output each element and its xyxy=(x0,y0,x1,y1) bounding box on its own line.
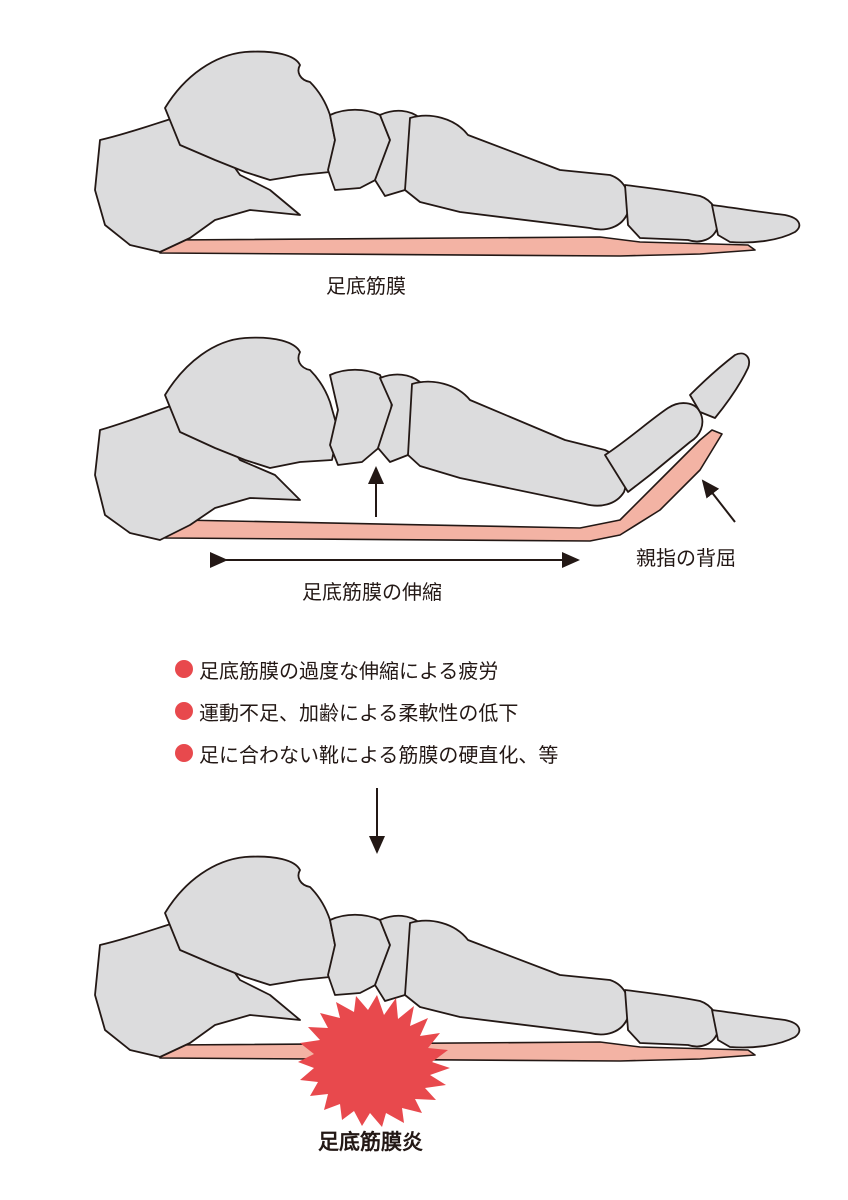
foot-fasciitis xyxy=(94,855,801,1127)
red-bullet-icon xyxy=(175,660,193,678)
plantar-fascia-label: 足底筋膜 xyxy=(326,274,406,298)
navicular-bone xyxy=(327,108,391,191)
red-bullet-icon xyxy=(175,744,193,762)
cause-item: 足底筋膜の過度な伸縮による疲労 xyxy=(175,648,558,690)
cause-text: 足に合わない靴による筋膜の硬直化、等 xyxy=(199,742,559,767)
plantar-fascia-stretched xyxy=(164,429,723,542)
metatarsal-bone xyxy=(404,114,630,231)
navicular-bone-2 xyxy=(329,368,393,466)
distal-phalanx-bone-2 xyxy=(689,352,750,419)
foot-dorsiflexion xyxy=(94,336,750,568)
plantar-fascia-stretch-label: 足底筋膜の伸縮 xyxy=(302,580,442,604)
toe-dorsiflexion-label: 親指の背屈 xyxy=(636,546,736,570)
plantar-fascia-normal xyxy=(159,236,756,257)
causes-list: 足底筋膜の過度な伸縮による疲労 運動不足、加齢による柔軟性の低下 足に合わない靴… xyxy=(175,648,558,774)
proximal-phalanx-bone-3 xyxy=(624,989,720,1048)
metatarsal-bone-2 xyxy=(407,380,627,507)
proximal-phalanx-bone-2 xyxy=(604,402,704,493)
metatarsal-bone-3 xyxy=(404,919,630,1036)
foot-normal xyxy=(94,50,801,257)
navicular-bone-3 xyxy=(327,913,391,996)
proximal-phalanx-bone xyxy=(624,184,720,243)
plantar-fasciitis-label: 足底筋膜炎 xyxy=(318,1130,423,1154)
distal-phalanx-bone-3 xyxy=(711,1009,801,1049)
toe-dorsiflexion-arrow xyxy=(701,479,736,523)
cause-text: 運動不足、加齢による柔軟性の低下 xyxy=(199,700,519,725)
cause-item: 足に合わない靴による筋膜の硬直化、等 xyxy=(175,732,558,774)
cause-item: 運動不足、加齢による柔軟性の低下 xyxy=(175,690,558,732)
distal-phalanx-bone xyxy=(711,204,801,244)
cause-text: 足底筋膜の過度な伸縮による疲労 xyxy=(199,658,499,683)
talus-bone-2 xyxy=(164,336,339,469)
inflammation-burst-icon xyxy=(298,995,450,1127)
red-bullet-icon xyxy=(175,702,193,720)
